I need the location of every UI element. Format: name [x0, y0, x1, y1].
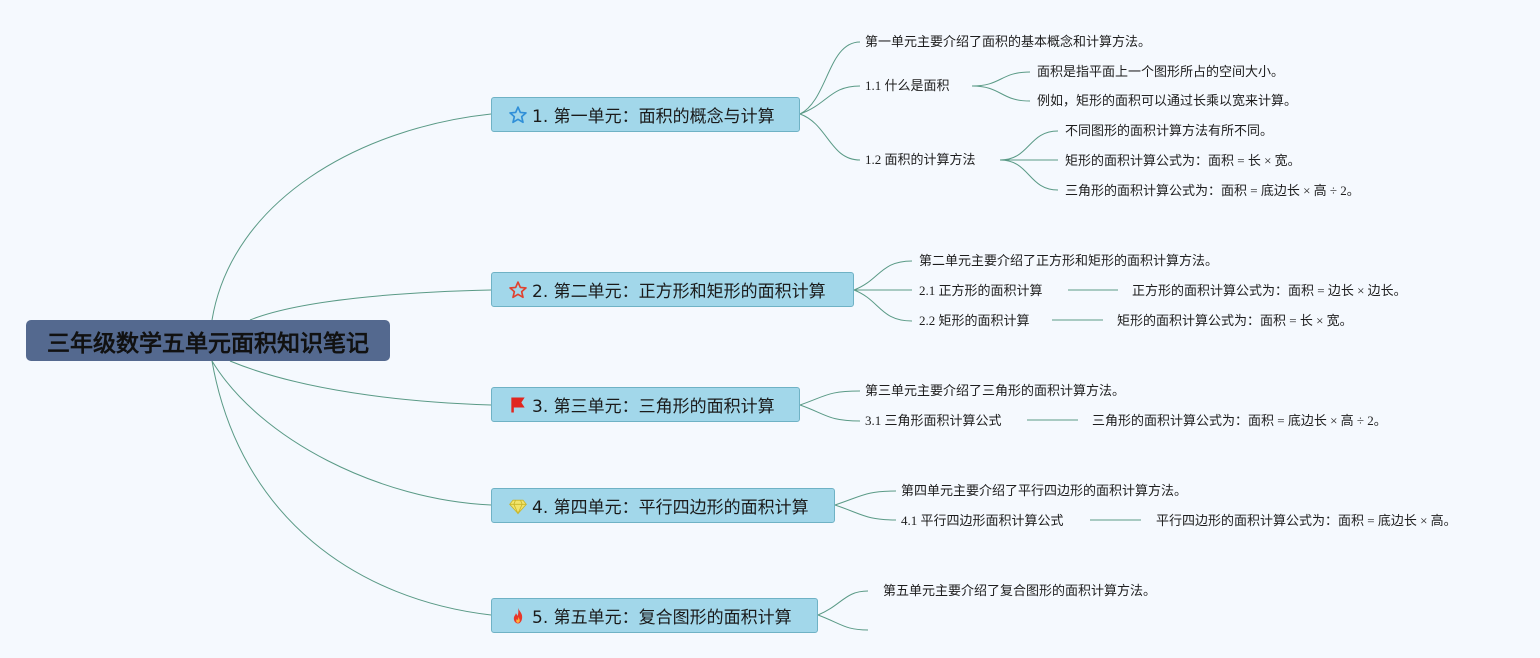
connector-b1-summary [799, 41, 861, 115]
note-2-1[interactable]: 正方形的面积计算公式为：面积 = 边长 × 边长。 [1132, 283, 1407, 298]
unit-1-summary[interactable]: 第一单元主要介绍了面积的基本概念和计算方法。 [865, 34, 1152, 49]
connector-b1-sub1-note2 [971, 85, 1031, 102]
branch-unit-5-label: 5. 第五单元：复合图形的面积计算 [532, 608, 792, 628]
root-topic-label: 三年级数学五单元面积知识笔记 [47, 330, 369, 357]
connector-root-branch-1 [211, 113, 492, 321]
connector-b2-sub2 [853, 289, 913, 322]
star-outline-red-icon [508, 280, 528, 300]
branch-unit-4-label: 4. 第四单元：平行四边形的面积计算 [532, 498, 809, 518]
subtopic-4-1[interactable]: 4.1 平行四边形面积计算公式 [901, 513, 1064, 528]
connector-b1-sub1-note1 [971, 71, 1031, 87]
note-1-1-b[interactable]: 例如，矩形的面积可以通过长乘以宽来计算。 [1037, 93, 1298, 108]
unit-2-summary[interactable]: 第二单元主要介绍了正方形和矩形的面积计算方法。 [919, 253, 1219, 268]
connector-b1-sub1 [799, 85, 861, 115]
connector-b3-summary [799, 390, 861, 406]
connector-b2-summary [853, 260, 913, 291]
branch-unit-1[interactable]: 1. 第一单元：面积的概念与计算 [491, 97, 800, 132]
branch-unit-3[interactable]: 3. 第三单元：三角形的面积计算 [491, 387, 800, 422]
unit-3-summary[interactable]: 第三单元主要介绍了三角形的面积计算方法。 [865, 383, 1126, 398]
note-1-1-a[interactable]: 面积是指平面上一个图形所占的空间大小。 [1037, 64, 1285, 79]
connector-root-branch-4 [211, 360, 492, 506]
connector-b4-sub1 [834, 504, 897, 521]
note-2-2[interactable]: 矩形的面积计算公式为：面积 = 长 × 宽。 [1117, 313, 1353, 328]
connector-root-branch-5 [211, 360, 492, 616]
fire-icon [508, 606, 528, 626]
branch-unit-4[interactable]: 4. 第四单元：平行四边形的面积计算 [491, 488, 835, 523]
branch-unit-2-label: 2. 第二单元：正方形和矩形的面积计算 [532, 282, 826, 302]
connector-b3-sub1 [799, 404, 861, 422]
branch-unit-2[interactable]: 2. 第二单元：正方形和矩形的面积计算 [491, 272, 854, 307]
note-1-2-b[interactable]: 矩形的面积计算公式为：面积 = 长 × 宽。 [1065, 153, 1301, 168]
branch-unit-3-label: 3. 第三单元：三角形的面积计算 [532, 397, 775, 417]
diamond-icon [508, 496, 528, 516]
note-1-2-c[interactable]: 三角形的面积计算公式为：面积 = 底边长 × 高 ÷ 2。 [1065, 183, 1360, 198]
connector-b1-sub2 [799, 113, 861, 161]
red-flag-icon [508, 395, 528, 415]
unit-4-summary[interactable]: 第四单元主要介绍了平行四边形的面积计算方法。 [901, 483, 1188, 498]
subtopic-1-2[interactable]: 1.2 面积的计算方法 [865, 152, 976, 167]
connector-b5-summary [817, 590, 869, 616]
subtopic-3-1[interactable]: 3.1 三角形面积计算公式 [865, 413, 1002, 428]
branch-unit-1-label: 1. 第一单元：面积的概念与计算 [532, 107, 775, 127]
connector-b4-summary [834, 490, 897, 506]
note-3-1[interactable]: 三角形的面积计算公式为：面积 = 底边长 × 高 ÷ 2。 [1092, 413, 1387, 428]
subtopic-2-1[interactable]: 2.1 正方形的面积计算 [919, 283, 1043, 298]
connector-root-branch-2 [249, 289, 492, 321]
connector-b1-sub2-note3 [999, 159, 1059, 191]
subtopic-1-1[interactable]: 1.1 什么是面积 [865, 78, 950, 93]
subtopic-2-2[interactable]: 2.2 矩形的面积计算 [919, 313, 1030, 328]
star-outline-blue-icon [508, 105, 528, 125]
note-4-1[interactable]: 平行四边形的面积计算公式为：面积 = 底边长 × 高。 [1156, 513, 1457, 528]
note-1-2-a[interactable]: 不同图形的面积计算方法有所不同。 [1065, 123, 1274, 138]
branch-unit-5[interactable]: 5. 第五单元：复合图形的面积计算 [491, 598, 818, 633]
connector-b5-empty [817, 614, 869, 631]
connector-b1-sub2-note1 [999, 130, 1059, 161]
root-topic[interactable]: 三年级数学五单元面积知识笔记 [26, 320, 390, 361]
unit-5-summary[interactable]: 第五单元主要介绍了复合图形的面积计算方法。 [883, 583, 1157, 598]
connector-root-branch-3 [229, 360, 492, 406]
